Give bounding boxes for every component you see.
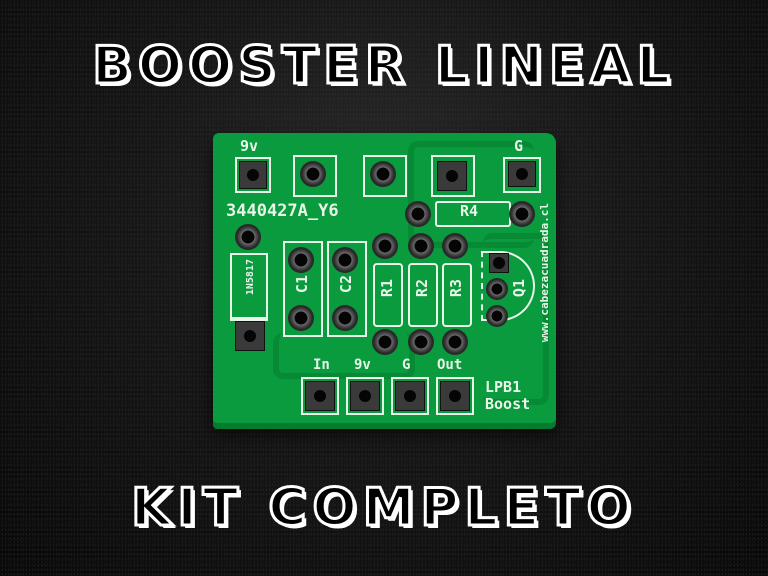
- r1-label: R1: [378, 279, 396, 298]
- board-name-line2: Boost: [485, 395, 531, 413]
- pcb-board: 9v G 3440427A_Y6 R4 1N5817 C1 C2 R1 R2 R…: [213, 133, 556, 423]
- copper-trace: [483, 233, 549, 405]
- jack-pad-1: [300, 161, 326, 187]
- label-9v-top: 9v: [240, 137, 259, 155]
- board-name: LPB1 Boost: [485, 379, 530, 413]
- c1-pad-bottom: [288, 305, 314, 331]
- c1-pad-top: [288, 247, 314, 273]
- r4-pad-right: [509, 201, 535, 227]
- pin-out-pad: [440, 381, 470, 411]
- r3-label: R3: [447, 279, 465, 298]
- q1-pad-3: [486, 305, 508, 327]
- headline-bottom: KIT COMPLETO: [130, 477, 637, 540]
- diode-pad-bottom: [235, 321, 265, 351]
- board-name-line1: LPB1: [485, 378, 522, 396]
- diode-outline: [230, 253, 268, 321]
- diode-pad-top: [235, 224, 261, 250]
- pin-9v-bottom-pad: [350, 381, 380, 411]
- r1-pad-top: [372, 233, 398, 259]
- pin-g-bottom-pad: [395, 381, 425, 411]
- c2-outline: [327, 241, 367, 337]
- copper-trace: [273, 333, 415, 379]
- pin-out-outline: [436, 377, 474, 415]
- part-code: 3440427A_Y6: [226, 201, 339, 221]
- q1-outline: [481, 251, 535, 321]
- pin-label-9v: 9v: [354, 357, 371, 373]
- r3-pad-bottom: [442, 329, 468, 355]
- r4-label: R4: [460, 202, 479, 220]
- c1-label: C1: [293, 275, 311, 294]
- pin-9v-bottom-outline: [346, 377, 384, 415]
- q1-pad-2: [486, 278, 508, 300]
- r2-pad-top: [408, 233, 434, 259]
- r2-pad-bottom: [408, 329, 434, 355]
- pin-g-pad: [508, 161, 536, 187]
- jack-pad-outline-3: [431, 155, 475, 197]
- c2-pad-bottom: [332, 305, 358, 331]
- r1-outline: [373, 263, 403, 327]
- q1-pad-1: [489, 253, 509, 273]
- pin-9v-pad: [239, 161, 267, 189]
- pin-g-bottom-outline: [391, 377, 429, 415]
- jack-pad-3: [437, 161, 467, 191]
- label-g-top: G: [514, 137, 524, 155]
- r2-label: R2: [413, 279, 431, 298]
- r4-pad-left: [405, 201, 431, 227]
- website-text: www.cabezacuadrada.cl: [538, 203, 551, 343]
- headline-top: BOOSTER LINEAL: [91, 35, 676, 98]
- pin-label-g: G: [402, 357, 411, 373]
- pin-in-pad: [305, 381, 335, 411]
- r3-pad-top: [442, 233, 468, 259]
- pin-in-outline: [301, 377, 339, 415]
- pin-g-outline: [503, 157, 541, 193]
- c2-label: C2: [337, 275, 355, 294]
- q1-label: Q1: [510, 279, 528, 298]
- pin-label-in: In: [313, 357, 330, 373]
- diode-label: 1N5817: [245, 259, 256, 296]
- jack-pad-outline-1: [293, 155, 337, 197]
- r3-outline: [442, 263, 472, 327]
- c1-outline: [283, 241, 323, 337]
- jack-pad-outline-2: [363, 155, 407, 197]
- copper-trace: [408, 141, 534, 248]
- jack-pad-2: [370, 161, 396, 187]
- pin-9v-outline: [235, 157, 271, 193]
- r1-pad-bottom: [372, 329, 398, 355]
- pin-label-out: Out: [437, 357, 463, 373]
- c2-pad-top: [332, 247, 358, 273]
- r2-outline: [408, 263, 438, 327]
